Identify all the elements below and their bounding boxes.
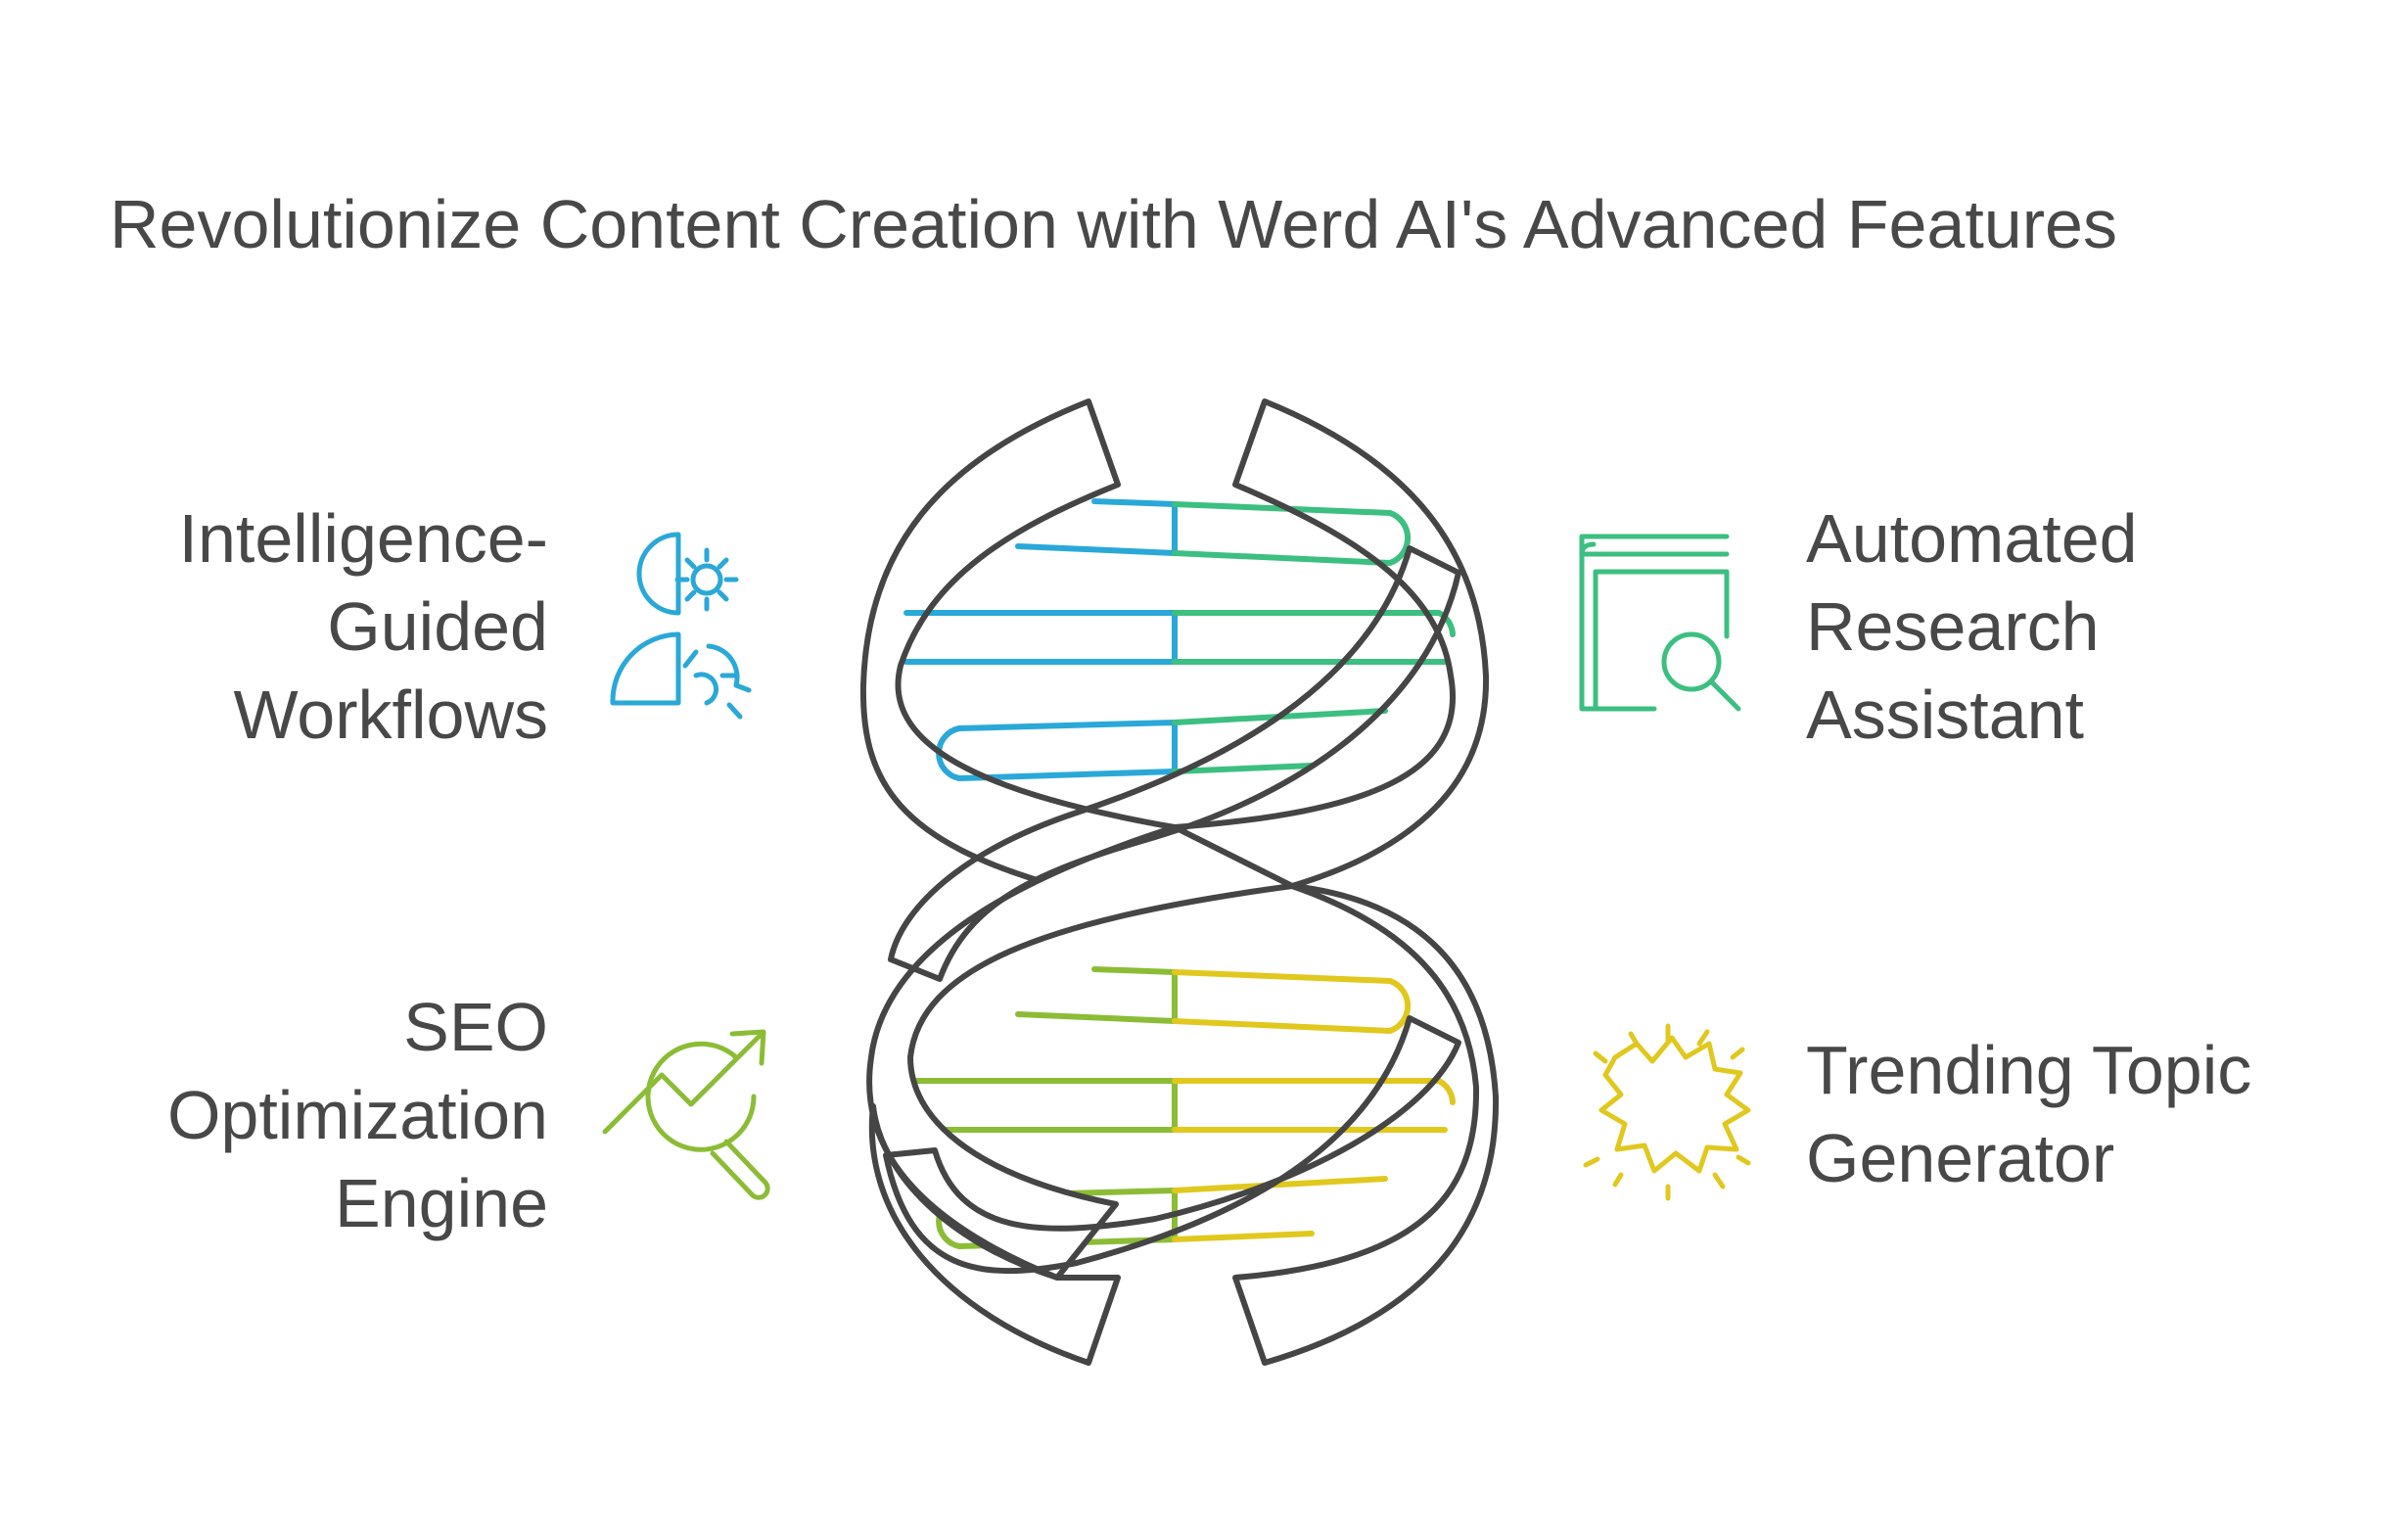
ribbon-center-cross [866,824,1295,1281]
feature-label-line: Generator [1806,1120,2115,1196]
feature-label-line: Assistant [1806,676,2084,753]
helix-ribbons [859,398,1500,1366]
growth-magnifier-icon [602,1029,770,1200]
rung-6-right [1172,1176,1388,1242]
rung-1-right [1172,501,1412,566]
head-gears-icon [610,532,752,720]
feature-label-line: Guided [327,588,548,665]
ribbon-diagonal-lower [883,1015,1461,1275]
upper-rungs [903,498,1456,781]
feature-label-line: Engine [335,1165,548,1241]
ribbon-lower-right [1232,883,1500,1366]
rung-5-right [1172,1078,1456,1133]
rung-2-right [1172,610,1456,665]
feature-label-line: Automated [1806,500,2138,577]
rung-4-left [1015,966,1178,1024]
feature-label-line: Intelligence- [178,500,548,577]
ribbon-diagonal-upper [888,545,1461,982]
book-magnifier-icon [1579,534,1741,712]
feature-label-line: Workflows [233,676,548,753]
ribbon-upper-left [859,398,1178,889]
feature-label-line: Trending Topic [1806,1032,2252,1108]
rung-1-left [1015,498,1178,556]
burst-icon [1583,1023,1751,1201]
feature-label-line: SEO [403,989,548,1065]
diagram-title: Revolutionize Content Creation with Werd… [110,186,2117,262]
rung-2-left [903,610,1178,665]
rung-5-left [903,1078,1178,1133]
feature-label-line: Research [1806,588,2100,665]
feature-label-automated-research-assistant: Automated Research Assistant [1806,494,2354,759]
ribbon-lower-left [868,1103,1121,1366]
feature-label-trending-topic-generator: Trending Topic Generator [1806,1026,2374,1202]
feature-label-line: Optimization [166,1077,548,1153]
rung-4-right [1172,969,1412,1034]
feature-label-seo-optimization-engine: SEO Optimization Engine [39,983,548,1247]
feature-label-intelligence-guided-workflows: Intelligence- Guided Workflows [39,494,548,759]
